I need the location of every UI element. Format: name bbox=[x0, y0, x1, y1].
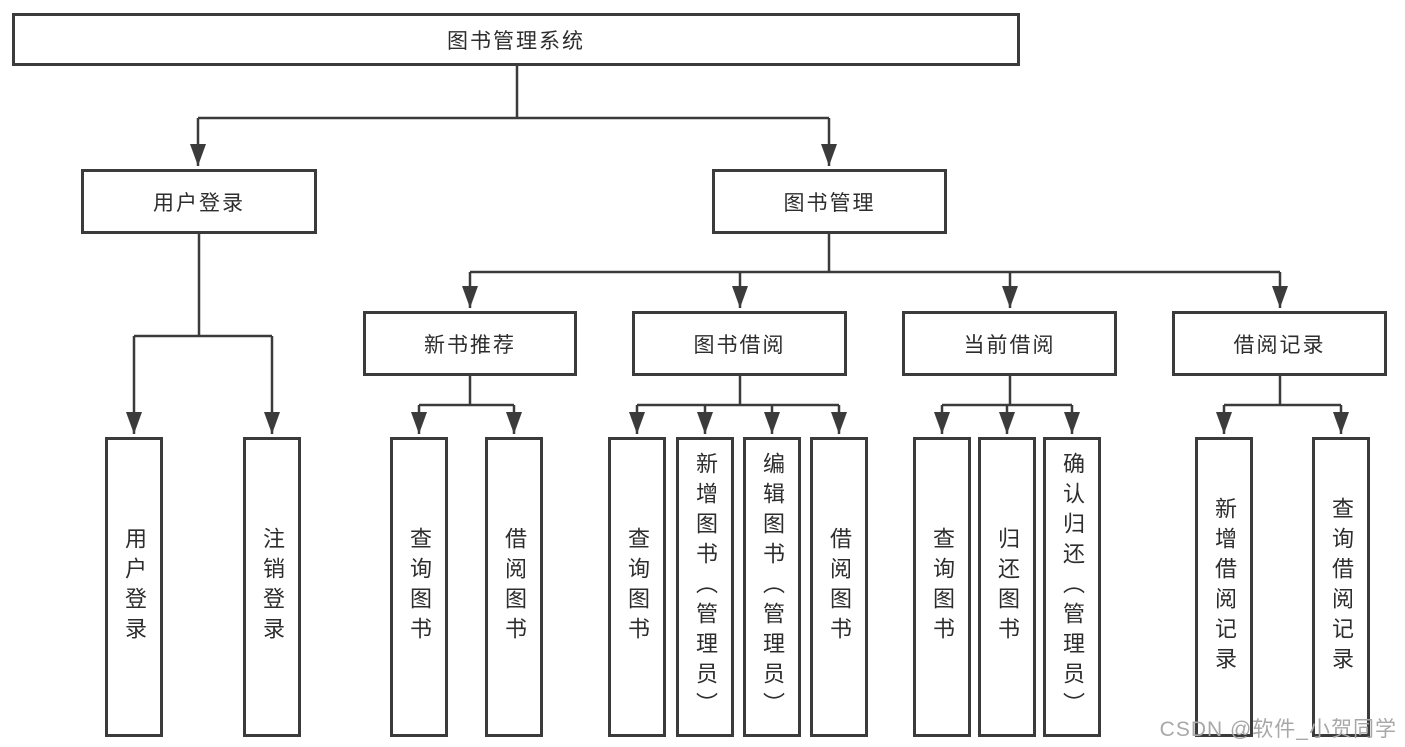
leaf-borrow-books-recommend: 借阅图书 bbox=[485, 437, 543, 737]
node-user-login-label: 用户登录 bbox=[153, 191, 245, 215]
leaf-add-borrow-record-label: 新增借阅记录 bbox=[1212, 497, 1237, 677]
csdn-watermark: CSDN @软件_小贺同学 bbox=[1159, 718, 1397, 741]
node-book-management-label: 图书管理 bbox=[783, 191, 876, 215]
leaf-query-books-borrowing-label: 查询图书 bbox=[625, 527, 650, 647]
leaf-return-books: 归还图书 bbox=[978, 437, 1036, 737]
leaf-return-books-label: 归还图书 bbox=[995, 527, 1020, 647]
node-current-borrowing-label: 当前借阅 bbox=[963, 333, 1056, 357]
leaf-borrow-books-borrowing-label: 借阅图书 bbox=[827, 527, 852, 647]
node-root-system: 图书管理系统 bbox=[12, 13, 1020, 66]
node-current-borrowing: 当前借阅 bbox=[902, 311, 1117, 376]
leaf-edit-books-admin: 编辑图书（管理员） bbox=[743, 437, 801, 737]
leaf-query-borrow-record: 查询借阅记录 bbox=[1312, 437, 1370, 737]
leaf-user-login: 用户登录 bbox=[105, 437, 163, 737]
leaf-query-borrow-record-label: 查询借阅记录 bbox=[1329, 497, 1354, 677]
leaf-add-books-admin: 新增图书（管理员） bbox=[676, 437, 734, 737]
leaf-query-books-current: 查询图书 bbox=[913, 437, 971, 737]
node-new-book-recommend: 新书推荐 bbox=[363, 311, 577, 376]
node-root-system-label: 图书管理系统 bbox=[447, 29, 585, 53]
node-borrowing-records: 借阅记录 bbox=[1172, 311, 1387, 376]
leaf-confirm-return-admin-label: 确认归还（管理员） bbox=[1060, 452, 1085, 722]
leaf-confirm-return-admin: 确认归还（管理员） bbox=[1043, 437, 1101, 737]
node-book-borrowing-label: 图书借阅 bbox=[693, 333, 786, 357]
leaf-query-books-recommend: 查询图书 bbox=[390, 437, 448, 737]
node-book-borrowing: 图书借阅 bbox=[632, 311, 847, 376]
leaf-add-books-admin-label: 新增图书（管理员） bbox=[693, 452, 718, 722]
node-book-management: 图书管理 bbox=[712, 169, 947, 234]
node-borrowing-records-label: 借阅记录 bbox=[1233, 333, 1326, 357]
leaf-query-books-recommend-label: 查询图书 bbox=[407, 527, 432, 647]
leaf-logout: 注销登录 bbox=[243, 437, 301, 737]
leaf-borrow-books-borrowing: 借阅图书 bbox=[810, 437, 868, 737]
node-new-book-recommend-label: 新书推荐 bbox=[424, 333, 516, 357]
leaf-user-login-label: 用户登录 bbox=[122, 527, 147, 647]
leaf-edit-books-admin-label: 编辑图书（管理员） bbox=[760, 452, 785, 722]
leaf-query-books-borrowing: 查询图书 bbox=[608, 437, 666, 737]
leaf-query-books-current-label: 查询图书 bbox=[930, 527, 955, 647]
leaf-add-borrow-record: 新增借阅记录 bbox=[1195, 437, 1253, 737]
leaf-logout-label: 注销登录 bbox=[260, 527, 285, 647]
node-user-login: 用户登录 bbox=[81, 169, 317, 234]
leaf-borrow-books-recommend-label: 借阅图书 bbox=[502, 527, 527, 647]
